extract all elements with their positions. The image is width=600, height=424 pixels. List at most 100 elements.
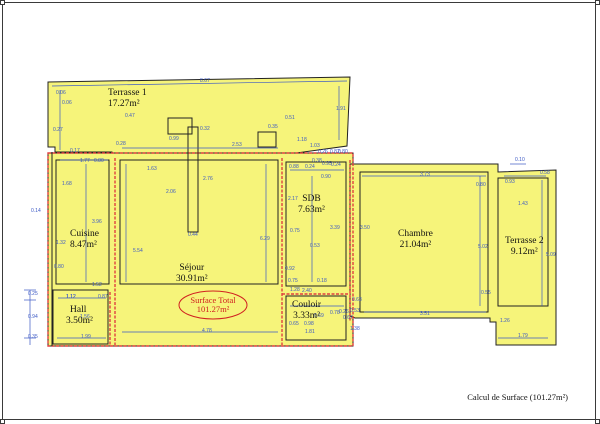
dimension-label: 2.53: [232, 142, 242, 148]
dimension-label: 6.29: [260, 236, 270, 242]
dimension-label: 0.38: [312, 158, 322, 164]
dimension-label: 1.79: [518, 333, 528, 339]
frame-corner-marker: [0, 0, 5, 5]
dimension-label: 0.32: [200, 126, 210, 132]
room-name: Cuisine: [70, 229, 100, 239]
dimension-label: 0.28: [116, 141, 126, 147]
dimension-label: 0.27: [53, 127, 63, 133]
dimension-label: 0.95: [322, 161, 332, 167]
dimension-label: 1.26: [500, 318, 510, 324]
dimension-label: 0.98: [304, 321, 314, 327]
dimension-label: 0.80: [476, 182, 486, 188]
dimension-label: 1.56: [80, 314, 90, 320]
room-name: Terrasse 1: [108, 88, 147, 98]
room-label-terrasse2: Terrasse 2 9.12m²: [505, 236, 544, 258]
room-area-terrasse1: [47, 76, 351, 159]
dimension-label: 0.10: [515, 157, 525, 163]
dimension-label: 0.80: [54, 264, 64, 270]
walls: [47, 152, 354, 347]
room-area: 3.50m²: [66, 316, 93, 326]
dimension-label: 3.73: [420, 172, 430, 178]
dimension-label: 1.38: [350, 326, 360, 332]
dimension-label: 5.09: [546, 252, 556, 258]
dimension-label: 3.39: [330, 225, 340, 231]
room-label-chambre: Chambre 21.04m²: [398, 229, 433, 251]
dimension-label: 1.32: [56, 240, 66, 246]
dimension-label: 3.50: [360, 225, 370, 231]
dimension-label: 0.35: [268, 124, 278, 130]
room-area: 9.12m²: [510, 247, 538, 257]
room-area: 8.47m²: [70, 240, 97, 250]
dimension-label: 0.53: [350, 308, 360, 314]
dimension-label: 0.25: [28, 291, 38, 297]
dimension-label: 2.76: [203, 176, 213, 182]
dimension-label: 1.28: [290, 287, 300, 293]
dimension-label: 0.26: [318, 149, 328, 155]
room-name: SDB: [302, 194, 321, 204]
dimension-label: 1.03: [310, 143, 320, 149]
dimension-label: 1.52: [92, 282, 102, 288]
dimension-label: 0.67: [343, 315, 353, 321]
room-label-cuisine: Cuisine 8.47m²: [70, 229, 99, 251]
dimension-label: 0.69: [314, 313, 324, 319]
dimension-label: 0.92: [285, 266, 295, 272]
dimension-label: 5.02: [478, 244, 488, 250]
room-label-sejour: Séjour 30.91m²: [176, 263, 208, 285]
dimension-label: 0.94: [28, 314, 38, 320]
dimension-label: 0.51: [285, 115, 295, 121]
room-area: 17.27m²: [108, 99, 140, 109]
room-area: 3.33m²: [293, 311, 320, 321]
dimension-label: 1.91: [336, 106, 346, 112]
dimension-label: 0.75: [288, 278, 298, 284]
room-area: 21.04m²: [399, 240, 432, 250]
dimension-label: 0.75: [290, 228, 300, 234]
surface-total-title: Surface Total: [190, 295, 236, 305]
dimension-label: 4.78: [202, 328, 212, 334]
surface-total-value: 101.27m²: [196, 304, 230, 314]
dimension-label: 0.87: [98, 294, 108, 300]
surface-caption: Calcul de Surface (101.27m²): [467, 392, 568, 402]
room-area-main: [47, 152, 354, 347]
dimension-label: 0.90: [321, 174, 331, 180]
dimension-label: 1.68: [62, 181, 72, 187]
room-area: 7.63m²: [298, 205, 325, 215]
dimension-label: 0.47: [125, 113, 135, 119]
dimension-label: 0.18: [317, 278, 327, 284]
dimension-label: 2.06: [166, 189, 176, 195]
dimension-label: 0.93: [505, 179, 515, 185]
dimension-label: 0.80: [338, 149, 348, 155]
dimension-label: 1.63: [147, 166, 157, 172]
dimension-label: 0.14: [31, 208, 41, 214]
dimension-label: 1.99: [81, 334, 91, 340]
dimension-label: 0.26: [339, 309, 349, 315]
room-label-terrasse1: Terrasse 1 17.27m²: [108, 88, 147, 110]
page-frame: [2, 2, 596, 420]
room-label-couloir: Couloir 3.33m²: [292, 300, 321, 322]
dimension-label: 0.24: [331, 162, 341, 168]
room-name: Hall: [70, 305, 87, 315]
room-name: Terrasse 2: [505, 236, 544, 246]
dimension-label: 0.06: [62, 100, 72, 106]
dimension-label: 1.12: [66, 294, 76, 300]
dimension-lines: [24, 80, 548, 345]
room-label-hall: Hall 3.50m²: [66, 305, 93, 327]
room-label-sdb: SDB 7.63m²: [298, 194, 325, 216]
room-area: 30.91m²: [176, 274, 208, 284]
dimension-label: 0.65: [289, 321, 299, 327]
dimension-label: 5.54: [133, 248, 143, 254]
room-name: Chambre: [398, 229, 433, 239]
dimension-label: 0.17: [70, 148, 80, 154]
dimension-label: 1.18: [297, 137, 307, 143]
dimension-label: 2.17: [288, 196, 298, 202]
dimension-label: 0.55: [481, 290, 491, 296]
dimension-label: 0.58: [540, 170, 550, 176]
dimension-label: 1.77: [80, 158, 90, 164]
dimension-label: 0.06: [56, 90, 66, 96]
surface-total-label: Surface Total 101.27m²: [180, 296, 246, 314]
room-name: Séjour: [179, 263, 205, 273]
room-area-chambre: [349, 163, 557, 346]
dimension-label: 0.80: [94, 158, 104, 164]
dimension-label: 0.44: [188, 232, 198, 238]
